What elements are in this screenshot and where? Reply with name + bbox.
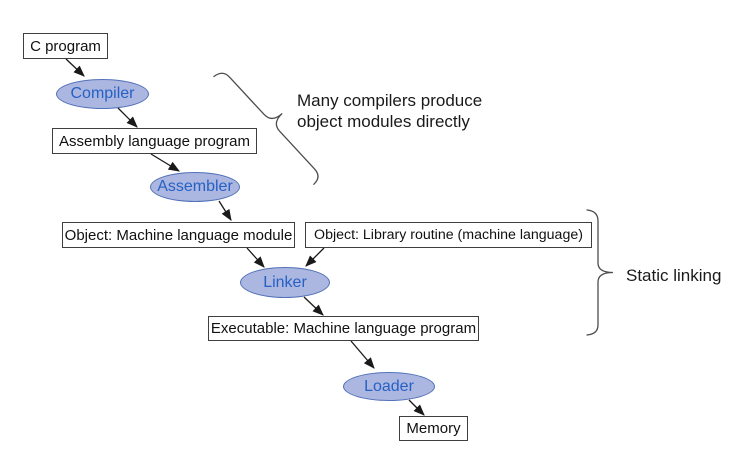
note-many-compilers-line2: object modules directly [297, 112, 470, 131]
arrow-cprogram-to-compiler [65, 58, 85, 77]
note-many-compilers-line1: Many compilers produce [297, 91, 483, 110]
box-object-library-routine: Object: Library routine (machine languag… [305, 222, 592, 248]
arrow-compiler-to-assembly [117, 107, 138, 128]
arrow-assembler-to-object [218, 200, 232, 221]
box-object-machine-language-module: Object: Machine language module [62, 222, 295, 248]
arrow-assembly-to-assembler [150, 153, 180, 172]
box-c-program: C program [23, 33, 108, 59]
arrow-executable-to-loader [350, 340, 375, 369]
arrow-object-to-linker [246, 247, 265, 268]
stage-compiler: Compiler [56, 79, 149, 109]
stage-assembler: Assembler [150, 172, 240, 202]
arrow-loader-to-memory [408, 399, 425, 416]
box-memory: Memory [399, 416, 468, 441]
note-static-linking: Static linking [626, 266, 722, 285]
stage-linker: Linker [240, 267, 330, 298]
box-executable-machine-language-program: Executable: Machine language program [208, 316, 479, 341]
arrow-library-to-linker [305, 247, 325, 267]
stage-loader: Loader [343, 372, 435, 401]
arrow-linker-to-executable [303, 296, 324, 316]
note-many-compilers: Many compilers produce object modules di… [297, 90, 482, 132]
box-assembly-language-program: Assembly language program [52, 128, 257, 154]
